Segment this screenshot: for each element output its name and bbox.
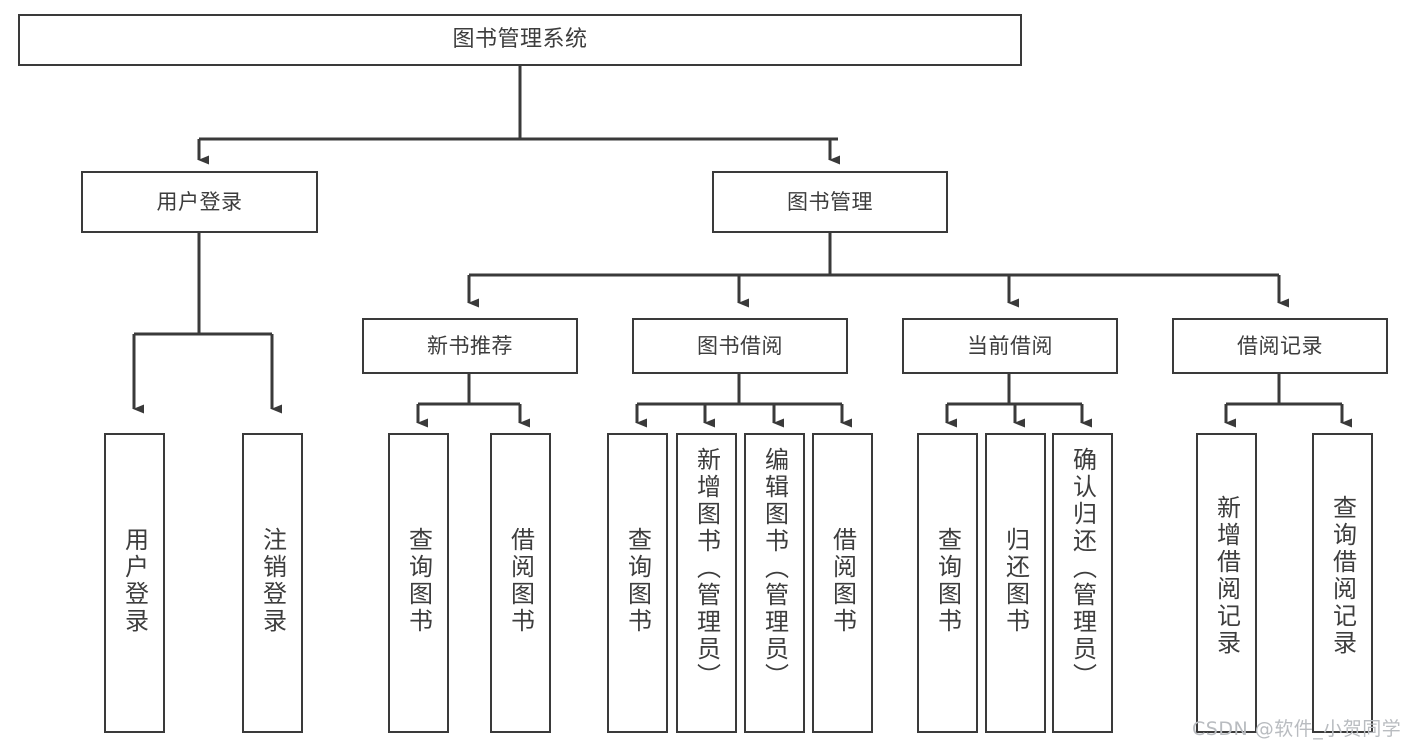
node-label: 新增图书（管理员）	[692, 447, 721, 690]
node-label: 当前借阅	[967, 333, 1053, 358]
leaf-borrow-record-query-record[interactable]: 查询借阅记录	[1312, 433, 1373, 733]
node-book-management[interactable]: 图书管理	[712, 171, 948, 233]
node-label: 图书管理系统	[452, 27, 588, 53]
leaf-user-login-login[interactable]: 用户登录	[104, 433, 165, 733]
node-book-borrow[interactable]: 图书借阅	[632, 318, 848, 374]
node-label: 编辑图书（管理员）	[760, 447, 789, 690]
leaf-book-borrow-add-book-admin[interactable]: 新增图书（管理员）	[676, 433, 737, 733]
node-root-book-management-system[interactable]: 图书管理系统	[18, 14, 1022, 66]
leaf-current-borrow-confirm-return-admin[interactable]: 确认归还（管理员）	[1052, 433, 1113, 733]
leaf-current-borrow-return-books[interactable]: 归还图书	[985, 433, 1046, 733]
node-label: 新增借阅记录	[1212, 495, 1241, 657]
leaf-book-borrow-query-books[interactable]: 查询图书	[607, 433, 668, 733]
node-borrow-record[interactable]: 借阅记录	[1172, 318, 1388, 374]
leaf-new-book-borrow-books[interactable]: 借阅图书	[490, 433, 551, 733]
leaf-current-borrow-query-books[interactable]: 查询图书	[917, 433, 978, 733]
node-label: 用户登录	[156, 189, 243, 214]
node-label: 图书借阅	[697, 333, 783, 358]
node-label: 新书推荐	[427, 333, 513, 358]
node-label: 借阅图书	[506, 527, 535, 635]
node-label: 查询图书	[404, 527, 433, 635]
node-label: 借阅记录	[1237, 333, 1323, 358]
node-label: 借阅图书	[828, 527, 857, 635]
node-user-login[interactable]: 用户登录	[81, 171, 318, 233]
node-label: 图书管理	[787, 189, 873, 214]
csdn-watermark: CSDN @软件_小贺同学	[1192, 718, 1402, 740]
node-label: 查询图书	[623, 527, 652, 635]
node-label: 查询图书	[933, 527, 962, 635]
leaf-book-borrow-edit-book-admin[interactable]: 编辑图书（管理员）	[744, 433, 805, 733]
node-label: 归还图书	[1001, 527, 1030, 635]
node-label: 确认归还（管理员）	[1068, 447, 1097, 690]
node-new-book-recommend[interactable]: 新书推荐	[362, 318, 578, 374]
leaf-user-login-logout[interactable]: 注销登录	[242, 433, 303, 733]
node-label: 注销登录	[258, 527, 287, 635]
node-label: 查询借阅记录	[1328, 495, 1357, 657]
leaf-book-borrow-borrow-books[interactable]: 借阅图书	[812, 433, 873, 733]
leaf-borrow-record-add-record[interactable]: 新增借阅记录	[1196, 433, 1257, 733]
node-label: 用户登录	[120, 527, 149, 635]
node-current-borrow[interactable]: 当前借阅	[902, 318, 1118, 374]
leaf-new-book-query-books[interactable]: 查询图书	[388, 433, 449, 733]
